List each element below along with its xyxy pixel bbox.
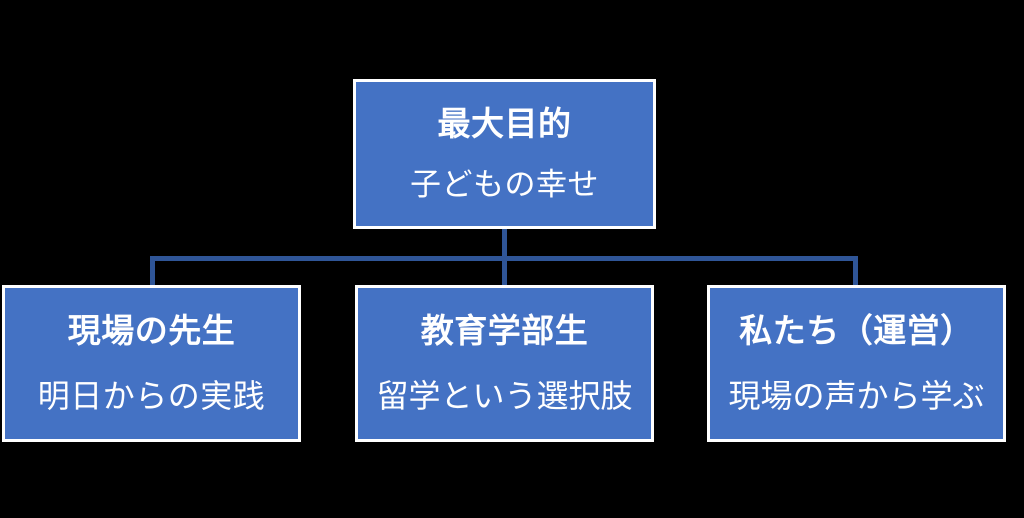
node-child-organizers[interactable]: 私たち（運営） 現場の声から学ぶ xyxy=(707,285,1006,442)
connector-vertical-right xyxy=(853,256,858,289)
node-child-teachers[interactable]: 現場の先生 明日からの実践 xyxy=(2,285,301,442)
node-child-organizers-title: 私たち（運営） xyxy=(739,310,974,350)
node-child-teachers-subtitle: 明日からの実践 xyxy=(37,377,266,416)
node-child-students-title: 教育学部生 xyxy=(420,310,589,350)
node-child-organizers-subtitle: 現場の声から学ぶ xyxy=(728,377,985,416)
node-child-students[interactable]: 教育学部生 留学という選択肢 xyxy=(355,285,654,442)
node-child-students-subtitle: 留学という選択肢 xyxy=(376,377,633,416)
node-root-subtitle: 子どもの幸せ xyxy=(410,167,599,204)
node-root-title: 最大目的 xyxy=(437,103,572,143)
node-root[interactable]: 最大目的 子どもの幸せ xyxy=(353,79,656,229)
connector-vertical-left xyxy=(150,256,155,289)
node-child-teachers-title: 現場の先生 xyxy=(67,310,236,350)
connector-vertical-middle xyxy=(502,225,507,289)
